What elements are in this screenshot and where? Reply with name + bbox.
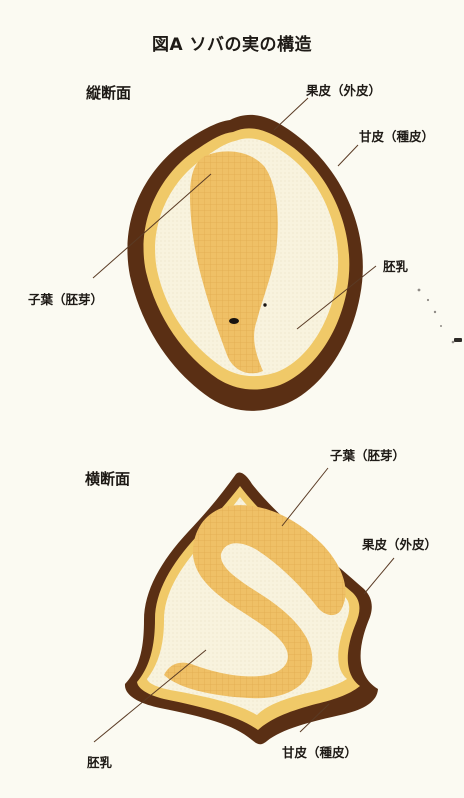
cross-section xyxy=(94,468,394,744)
leader-long-seed-coat xyxy=(338,145,358,166)
longitudinal-embryo-dot xyxy=(229,318,239,324)
leader-cross-cotyledon xyxy=(282,468,328,526)
longitudinal-pericarp-label: 果皮（外皮） xyxy=(306,80,381,99)
cross-seed-coat-label: 甘皮（種皮） xyxy=(282,742,357,761)
longitudinal-cotyledon-label: 子葉（胚芽） xyxy=(28,289,103,308)
leader-long-pericarp xyxy=(274,98,308,130)
diagram-title: 図A ソバの実の構造 xyxy=(0,30,464,55)
longitudinal-embryo-dot-small xyxy=(263,303,266,306)
longitudinal-endosperm-label: 胚乳 xyxy=(383,256,408,275)
longitudinal-seed-coat-label: 甘皮（種皮） xyxy=(359,126,434,145)
leader-cross-pericarp xyxy=(364,558,394,594)
longitudinal-heading: 縦断面 xyxy=(86,82,131,103)
cross-endosperm-label: 胚乳 xyxy=(87,752,112,771)
edge-specks xyxy=(418,289,462,344)
longitudinal-section xyxy=(93,98,376,411)
cross-pericarp-label: 果皮（外皮） xyxy=(362,534,437,553)
cross-cotyledon-label: 子葉（胚芽） xyxy=(330,445,405,464)
cross-heading: 横断面 xyxy=(85,468,130,489)
